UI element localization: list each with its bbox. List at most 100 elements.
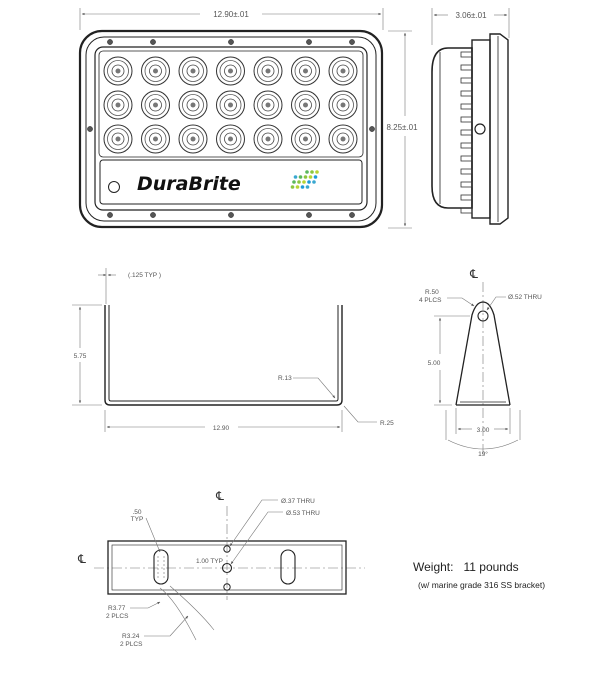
bracket-side-view: ℄ R.50 4 PLCS Ø.52 THRU 5.00 3.00 19° — [419, 267, 542, 458]
cooling-fin — [460, 155, 473, 162]
brand-dot — [302, 180, 306, 184]
side-radius-count: 4 PLCS — [419, 297, 442, 304]
lens-frame — [94, 46, 368, 211]
led-emitter — [253, 56, 283, 86]
screw-icon — [107, 212, 113, 218]
cooling-fin — [460, 142, 473, 149]
screw-icon — [228, 39, 234, 45]
led-emitter — [103, 56, 133, 86]
cooling-fin — [460, 207, 473, 214]
side-depth-label: 3.06±.01 — [455, 11, 487, 20]
weight-label: Weight: — [413, 560, 454, 574]
inner-radius-label: R.13 — [278, 375, 292, 382]
side-mount-hole — [474, 123, 486, 135]
cooling-fin — [460, 51, 473, 58]
thickness-label: (.125 TYP ) — [128, 272, 161, 279]
r2-count: 2 PLCS — [120, 641, 143, 648]
led-emitter — [253, 90, 283, 120]
screw-icon — [87, 126, 93, 132]
bottom-centerline-h: ℄ — [77, 552, 86, 566]
weight-value: 11 pounds — [463, 560, 519, 574]
slot-width-label: .50 — [132, 509, 141, 516]
screw-icon — [107, 39, 113, 45]
cooling-fin — [460, 129, 473, 136]
side-angle-label: 19° — [478, 450, 488, 458]
led-emitter — [141, 56, 170, 86]
side-lens-dome — [431, 47, 473, 209]
side-centerline-symbol: ℄ — [469, 267, 478, 281]
housing-screws — [87, 39, 375, 218]
bracket-side-plate — [455, 301, 511, 406]
side-bezel — [489, 33, 509, 225]
led-emitter — [328, 124, 358, 154]
sensor-icon — [108, 181, 120, 193]
led-grid — [103, 56, 358, 154]
r1-label: R3.77 — [108, 605, 126, 612]
cooling-fin — [460, 77, 473, 84]
spacing-label: 1.00 TYP — [196, 558, 223, 565]
bracket-pivot-hole — [477, 310, 489, 322]
brand-dot — [307, 180, 311, 184]
bracket-width-label: 12.90 — [213, 425, 230, 432]
screw-icon — [306, 212, 312, 218]
screw-icon — [369, 126, 375, 132]
brand-dot — [293, 175, 298, 179]
led-emitter — [291, 124, 320, 154]
screw-icon — [306, 39, 312, 45]
r2-label: R3.24 — [122, 633, 140, 640]
brand-dot — [292, 180, 296, 184]
brand-dot — [315, 170, 319, 174]
brand-dot — [305, 185, 310, 189]
bottom-centerline-v: ℄ — [215, 489, 224, 503]
hole1-label: Ø.37 THRU — [281, 498, 315, 505]
cooling-fin — [460, 181, 473, 188]
led-emitter — [216, 90, 245, 120]
weight-line: Weight: 11 pounds — [413, 560, 519, 574]
housing-inner — [85, 36, 377, 222]
brand-dot — [295, 185, 300, 189]
cooling-fin — [460, 116, 473, 123]
slot-typ-label: TYP — [131, 516, 144, 523]
front-view: 12.90±.01 8.25±.01 DuraBrite — [78, 8, 418, 229]
led-panel — [98, 50, 364, 158]
brand-dot — [298, 175, 303, 179]
housing-outline — [78, 29, 384, 229]
led-emitter — [216, 56, 245, 86]
side-height-label: 5.00 — [428, 360, 441, 367]
led-emitter — [216, 124, 245, 154]
brand-dot — [310, 170, 314, 174]
brand-dot — [313, 175, 318, 179]
led-emitter — [141, 90, 170, 120]
screw-icon — [150, 212, 156, 218]
pivot-hole-label: Ø.52 THRU — [508, 294, 542, 301]
r1-count: 2 PLCS — [106, 613, 129, 620]
bracket-base-plate — [107, 540, 347, 595]
bracket-front-view: (.125 TYP ) 5.75 R.13 12.90 R.25 — [72, 268, 394, 432]
cooling-fin — [460, 64, 473, 71]
bracket-height-label: 5.75 — [74, 353, 87, 360]
side-view: 3.06±.01 — [431, 8, 510, 225]
outer-radius-label: R.25 — [380, 420, 394, 427]
led-emitter — [253, 124, 283, 154]
brand-dot — [297, 180, 301, 184]
front-height-label: 8.25±.01 — [386, 123, 418, 132]
led-emitter — [328, 56, 358, 86]
cooling-fin — [460, 90, 473, 97]
bracket-slot-left — [153, 549, 169, 585]
cooling-fin — [460, 194, 473, 201]
brand-dots-icon — [290, 170, 319, 189]
screw-icon — [150, 39, 156, 45]
led-emitter — [103, 124, 133, 154]
screw-icon — [349, 212, 355, 218]
side-radius-label: R.50 — [425, 289, 439, 296]
brand-dot — [308, 175, 313, 179]
bracket-bottom-view: ℄ ℄ Ø.37 THRU Ø.53 THRU .50 TYP 1.00 TYP… — [77, 489, 365, 648]
brand-dot — [303, 175, 308, 179]
hole2-label: Ø.53 THRU — [286, 510, 320, 517]
screw-icon — [349, 39, 355, 45]
front-width-label: 12.90±.01 — [213, 10, 249, 19]
side-width-label: 3.00 — [477, 427, 490, 434]
side-cooling-fins — [460, 51, 473, 214]
brand-dot — [300, 185, 305, 189]
